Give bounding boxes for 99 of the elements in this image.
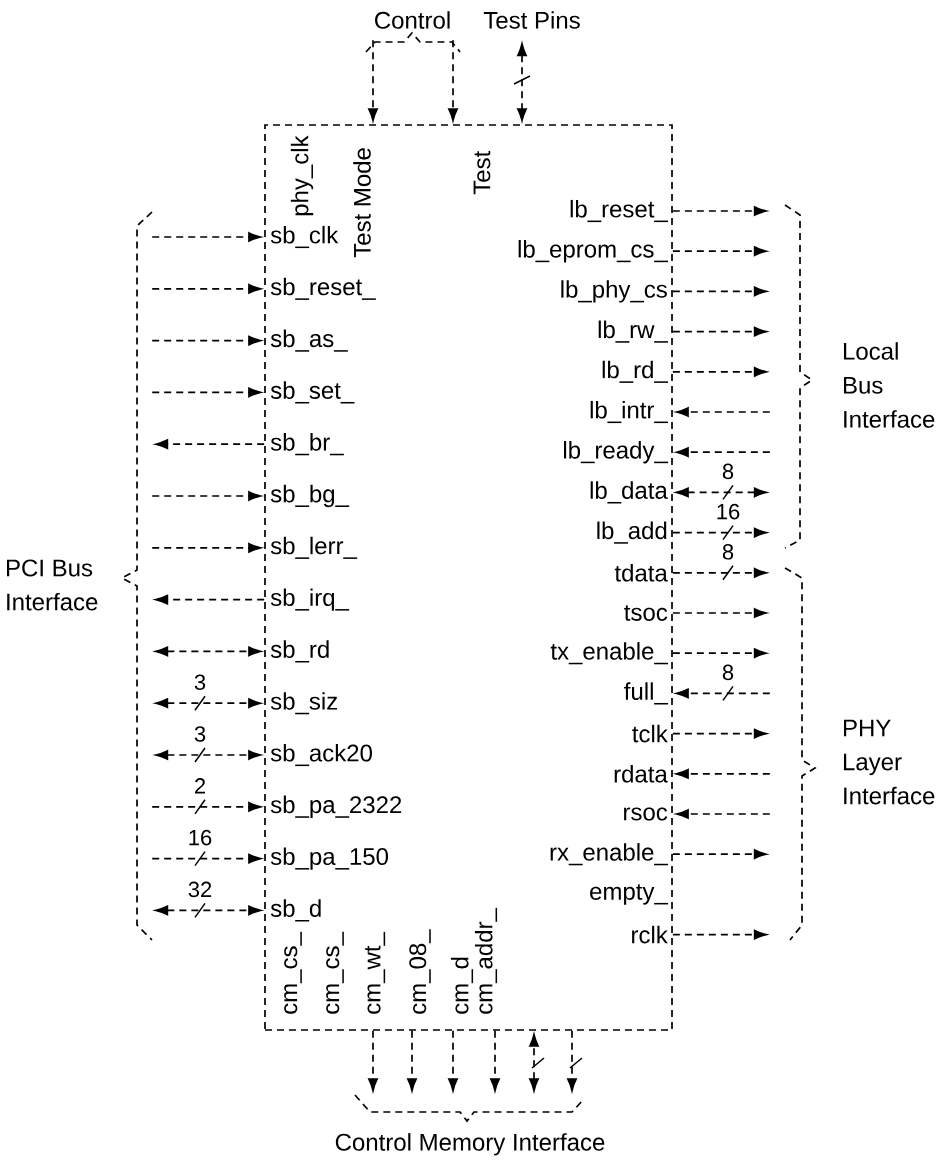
arrow bbox=[155, 698, 262, 709]
arrow bbox=[672, 326, 767, 337]
arrow bbox=[490, 1030, 500, 1092]
signal-label: lb_data bbox=[590, 481, 668, 504]
arrow bbox=[672, 608, 767, 618]
arrow bbox=[672, 286, 767, 297]
arrow bbox=[155, 594, 265, 605]
bus-width-label: 3 bbox=[192, 725, 208, 743]
bus-width-label: 8 bbox=[720, 462, 736, 481]
arrow bbox=[151, 491, 262, 501]
chip-box bbox=[264, 124, 673, 1031]
signal-label: sb_pa_2322 bbox=[270, 795, 402, 818]
arrow bbox=[407, 1030, 417, 1092]
arrow bbox=[151, 283, 262, 294]
signal-label: cm_cs_ bbox=[284, 931, 302, 1014]
arrow bbox=[675, 768, 771, 779]
arrow bbox=[151, 801, 262, 812]
signal-label: empty_ bbox=[590, 884, 669, 905]
signal-label: sb_bg_ bbox=[270, 484, 350, 508]
arrow bbox=[672, 366, 767, 377]
arrow bbox=[155, 905, 262, 916]
bus-width-label: 16 bbox=[714, 502, 742, 521]
signal-label: cm_08_ bbox=[409, 929, 431, 1014]
signal-label: cm_cs_ bbox=[326, 931, 344, 1014]
group-label: Local Bus Interface bbox=[844, 342, 935, 428]
arrow bbox=[448, 1030, 458, 1092]
signal-label: lb_add bbox=[597, 521, 667, 544]
signal-label: sb_br_ bbox=[270, 433, 344, 456]
group-label: Control bbox=[375, 11, 450, 29]
signal-label: lb_intr_ bbox=[590, 400, 669, 424]
signal-label: sb_set_ bbox=[270, 381, 355, 404]
bus-width-label: 2 bbox=[192, 777, 208, 795]
signal-label: phy_clk bbox=[290, 135, 314, 216]
signal-label: cm_addr_ bbox=[474, 907, 498, 1014]
arrow bbox=[672, 567, 767, 578]
arrow bbox=[151, 387, 262, 398]
arrow bbox=[672, 527, 767, 538]
signal-label: Test Mode bbox=[353, 148, 371, 258]
signal-label: sb_pa_150 bbox=[270, 847, 388, 870]
signal-label: sb_as_ bbox=[270, 329, 348, 352]
arrow bbox=[517, 43, 527, 122]
arrow bbox=[675, 407, 771, 417]
signal-label: tdata bbox=[614, 564, 668, 582]
signal-label: rx_enable_ bbox=[550, 843, 669, 866]
arrow bbox=[151, 335, 262, 346]
arrow bbox=[529, 1033, 539, 1092]
signal-label: sb_irq_ bbox=[270, 588, 350, 611]
bus-width-label: 3 bbox=[192, 673, 208, 691]
signal-label: lb_ready_ bbox=[564, 441, 669, 464]
signal-label: sb_ack20 bbox=[270, 743, 372, 767]
signal-label: lb_phy_cs bbox=[561, 280, 667, 303]
arrow bbox=[448, 39, 458, 122]
signal-label: rsoc bbox=[624, 807, 668, 821]
arrow bbox=[672, 206, 767, 216]
arrow bbox=[155, 646, 262, 657]
signal-label: sb_clk bbox=[270, 225, 339, 249]
arrow bbox=[155, 439, 265, 450]
arrow bbox=[675, 487, 767, 498]
arrow bbox=[672, 246, 767, 257]
bus-width-label: 16 bbox=[186, 828, 214, 847]
group-label: PCI Bus Interface bbox=[7, 559, 98, 611]
arrow bbox=[675, 688, 771, 699]
signal-label: tx_enable_ bbox=[550, 642, 669, 665]
arrow bbox=[672, 648, 767, 659]
group-label: PHY Layer Interface bbox=[844, 719, 935, 805]
arrow bbox=[567, 1030, 577, 1092]
signal-label: sb_d bbox=[270, 899, 321, 922]
signal-label: cm_d bbox=[450, 957, 474, 1014]
bus-width-label: 8 bbox=[720, 543, 736, 561]
signal-label: sb_siz bbox=[270, 692, 337, 715]
arrow bbox=[151, 853, 262, 864]
arrow bbox=[672, 929, 767, 940]
arrow bbox=[151, 232, 262, 242]
signal-label: lb_reset_ bbox=[570, 199, 669, 223]
arrow bbox=[675, 809, 771, 819]
bus-width-label: 32 bbox=[186, 880, 214, 899]
arrow bbox=[368, 39, 378, 122]
signal-label: cm_wt_ bbox=[364, 931, 386, 1014]
arrow bbox=[368, 1030, 378, 1092]
signal-label: lb_rw_ bbox=[598, 320, 669, 343]
arrow bbox=[155, 750, 262, 760]
arrow bbox=[675, 447, 771, 458]
arrow bbox=[151, 542, 262, 553]
signal-label: tclk bbox=[632, 724, 668, 743]
signal-label: sb_reset_ bbox=[270, 277, 376, 300]
signal-label: lb_eprom_cs_ bbox=[518, 240, 669, 263]
bus-width-label: 8 bbox=[720, 663, 736, 682]
arrow bbox=[672, 728, 767, 739]
signal-label: Test bbox=[473, 150, 491, 195]
arrow bbox=[672, 849, 767, 860]
group-label: Test Pins bbox=[483, 11, 580, 29]
signal-label: sb_rd bbox=[270, 640, 329, 663]
signal-label: rdata bbox=[614, 765, 668, 783]
signal-label: tsoc bbox=[624, 605, 668, 621]
signal-label: sb_lerr_ bbox=[270, 536, 358, 559]
signal-label: lb_rd_ bbox=[602, 360, 669, 383]
signal-label: full_ bbox=[624, 682, 669, 705]
group-label: Control Memory Interface bbox=[335, 1133, 605, 1156]
signal-label: rclk bbox=[632, 925, 668, 944]
